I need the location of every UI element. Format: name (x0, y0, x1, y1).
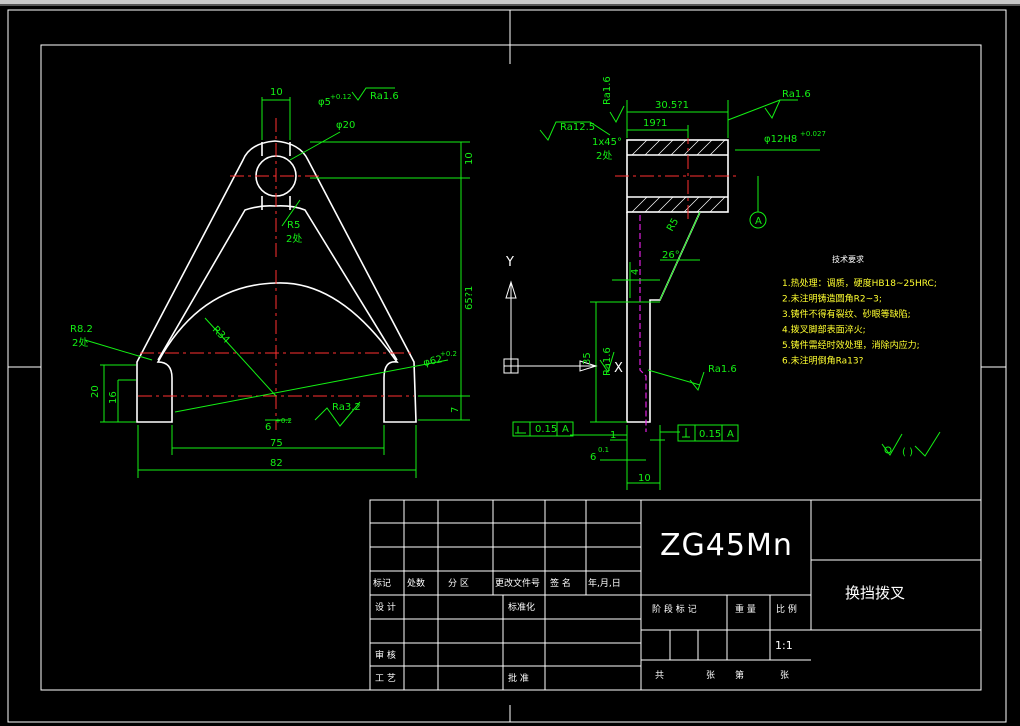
note-item: 2.未注明铸造圆角R2~3; (782, 293, 882, 305)
roughness-top: Ra1.6 (370, 91, 399, 102)
tb-scale-label: 比 例 (776, 603, 797, 615)
scale-value: 1:1 (775, 639, 793, 652)
dia-inner: φ62 (422, 354, 443, 369)
side-centerlines (615, 130, 740, 220)
tol-right-value: 0.15 (699, 429, 721, 440)
dim-6: 6 (590, 452, 596, 463)
side-outline (626, 139, 729, 423)
dim-30-5: 30.5?1 (655, 100, 689, 111)
chamfer-note: 2处 (596, 150, 612, 162)
note-item: 5.铸件需经时效处理，消除内应力; (782, 339, 920, 351)
radius-small: R5 (287, 220, 300, 231)
radius-side-note: 2处 (72, 337, 88, 349)
tol-left-value: 0.15 (535, 424, 557, 435)
tb-standard: 标准化 (508, 601, 535, 613)
radius-small-note: 2处 (286, 233, 302, 245)
tol-right-datum: A (727, 429, 734, 440)
dia-bore: φ12H8 (764, 134, 797, 145)
tb-approve: 批 准 (508, 672, 529, 684)
side-dimensions (512, 99, 820, 490)
ucs-icon (503, 280, 598, 374)
tb-row-label: 更改文件号 (495, 577, 540, 589)
angle-26: 26° (662, 250, 680, 261)
dia-inner-dev: +0.2 (440, 350, 457, 358)
tb-weight: 重 量 (735, 603, 756, 615)
tol-left-datum: A (562, 424, 569, 435)
radius-r5: R5 (665, 216, 681, 233)
technical-notes: 技术要求 1.热处理：调质，硬度HB18~25HRC; 2.未注明铸造圆角R2~3… (782, 254, 941, 458)
tb-row-label: 签 名 (550, 577, 571, 589)
dim-35: 35 (582, 352, 593, 365)
front-centerlines (138, 118, 414, 430)
side-dimension-labels: 30.5?1 19?1 Ra1.6 Ra1.6 Ra12.5 1x45° 2处 … (505, 76, 826, 484)
roughness-e: Ra1.6 (708, 364, 737, 375)
side-view: 30.5?1 19?1 Ra1.6 Ra1.6 Ra12.5 1x45° 2处 … (503, 76, 826, 490)
roughness-symbol (881, 431, 941, 457)
datum-a: A (755, 216, 762, 227)
front-view: 10 φ5 +0.12 Ra1.6 φ20 R5 2处 10 65?1 R34 … (70, 87, 475, 478)
roughness-a: Ra1.6 (602, 76, 613, 105)
tb-row-label: 标记 (373, 577, 391, 589)
radius-fork: R34 (210, 324, 232, 346)
slot-width: 6 (265, 422, 271, 433)
tol-small-hole-dev: +0.12 (330, 93, 351, 101)
dim-total-height: 65?1 (464, 286, 475, 310)
dia-bore-dev: +0.027 (800, 130, 826, 138)
front-dimensions (84, 87, 470, 478)
note-item: 3.铸件不得有裂纹、砂眼等缺陷; (782, 308, 911, 320)
dim-4: 4 (630, 269, 641, 275)
tb-design: 设 计 (375, 601, 396, 613)
radius-side: R8.2 (70, 324, 93, 335)
notes-title: 技术要求 (832, 254, 864, 264)
tb-row-label: 处数 (407, 577, 425, 589)
tb-sheet-unit: 张 (706, 670, 715, 681)
dia-boss: φ20 (336, 120, 355, 131)
dim-boss-height: 10 (464, 152, 475, 165)
dim-1: 1 (610, 430, 616, 441)
side-hidden-line (639, 215, 647, 432)
slot-dev: +0.2 (275, 417, 292, 425)
dim-10: 10 (638, 473, 651, 484)
front-dimension-labels: 10 φ5 +0.12 Ra1.6 φ20 R5 2处 10 65?1 R34 … (70, 87, 475, 469)
tb-sheets-total: 共 (655, 670, 664, 681)
note-item: 6.未注明倒角Ra13? (782, 355, 864, 367)
tb-process: 工 艺 (375, 673, 396, 684)
part-name: 换挡拨叉 (845, 584, 905, 602)
axis-y-label: Y (505, 255, 514, 270)
tb-stage-mark: 阶 段 标 记 (652, 603, 697, 615)
dim-6-dev: 0.1 (598, 446, 609, 454)
material: ZG45Mn (660, 528, 793, 563)
dim-19: 19?1 (643, 118, 667, 129)
tb-sheet-unit2: 张 (780, 670, 789, 681)
roughness-bottom: Ra3.2 (332, 402, 361, 413)
note-item: 4.拨叉脚部表面淬火; (782, 324, 866, 336)
title-block (369, 499, 982, 691)
roughness-b: Ra1.6 (782, 89, 811, 100)
dim-7: 7 (450, 407, 461, 413)
dim-20: 20 (90, 385, 101, 398)
tb-row-label: 年,月,日 (588, 577, 621, 589)
roughness-c: Ra12.5 (560, 122, 595, 133)
roughness-d: Ra1.6 (602, 347, 613, 376)
dim-75: 75 (270, 438, 283, 449)
axis-x-label: X (614, 361, 623, 376)
tb-row-label: 分 区 (448, 578, 469, 589)
tb-sheet-no: 第 (735, 669, 744, 681)
dim-82: 82 (270, 458, 283, 469)
roughness-symbol-parens: ( ) (902, 447, 913, 458)
dim-top-width: 10 (270, 87, 283, 98)
viewport-top-bar (0, 0, 1020, 6)
chamfer: 1x45° (592, 137, 622, 148)
title-block-text: ZG45Mn 换挡拨叉 1:1 标记 处数 分 区 更改文件号签 名 年,月,日 设 计… (373, 528, 905, 684)
dim-16: 16 (108, 391, 119, 404)
note-item: 1.热处理：调质，硬度HB18~25HRC; (782, 277, 937, 289)
tol-small-hole: φ5 (318, 97, 331, 108)
tb-review: 审 核 (375, 649, 396, 661)
side-hatch (631, 139, 726, 213)
